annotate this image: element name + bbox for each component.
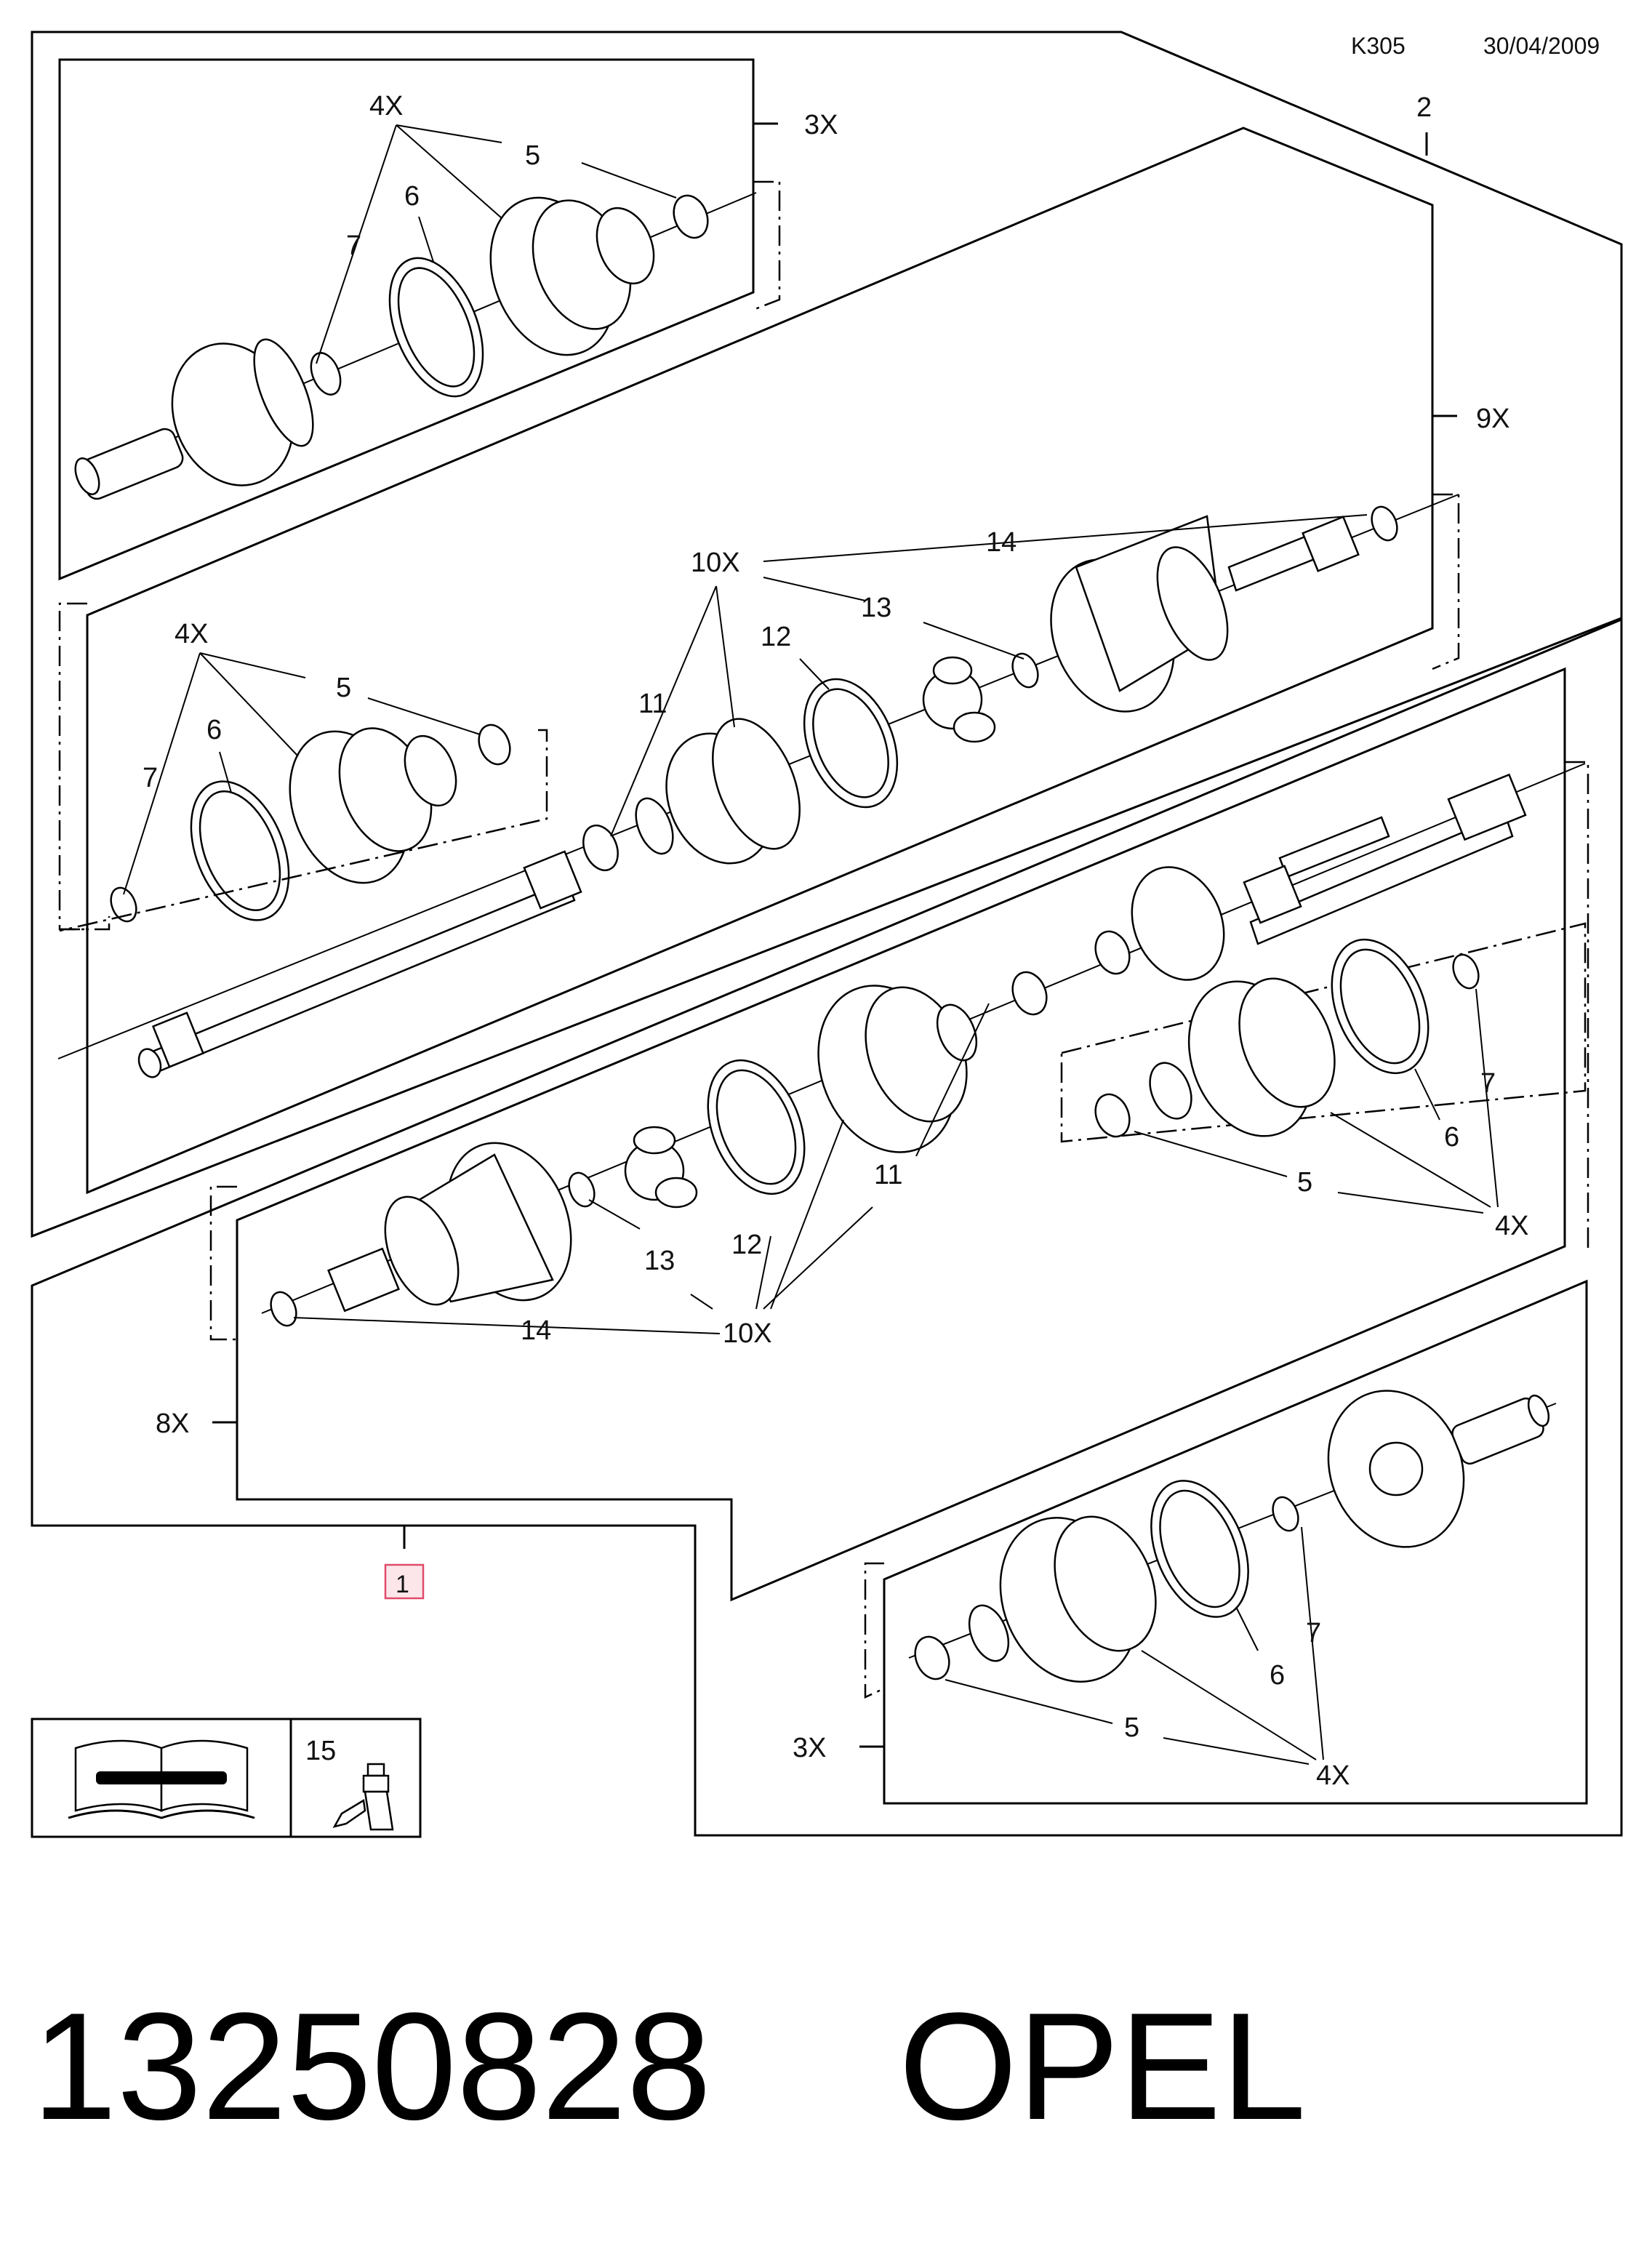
clamp-11-lower-a (1094, 930, 1131, 975)
boot-upper-outer (289, 727, 457, 884)
inner-housing-upper (1050, 515, 1360, 713)
diagram-date: 30/04/2009 (1483, 33, 1600, 59)
bottom-part-6-label: 6 (1270, 1660, 1285, 1691)
outer-cv-joint-bottom (1327, 1390, 1550, 1548)
clamp-5-top (673, 194, 709, 239)
assembly-ref-label: 2 (1416, 92, 1432, 123)
upper-outer-part-7-label: 7 (143, 763, 158, 793)
lower-outer-part-5-label: 5 (1297, 1167, 1312, 1198)
bottom-outer-qty: 3X (793, 1733, 826, 1763)
bottom-outer-clamp-label: 4X (1316, 1760, 1350, 1791)
clamp-5-lower (1094, 1093, 1131, 1138)
lower-shaft-box (236, 667, 1566, 1602)
upper-shaft-qty: 9X (1476, 404, 1509, 434)
circlip-13-upper (1011, 652, 1039, 689)
ref-box-label: 1 (396, 1571, 409, 1598)
diagram-code: K305 (1351, 33, 1406, 59)
top-outer-clamp-label: 4X (369, 91, 403, 121)
circlip-7-top (310, 352, 342, 396)
clamp-11-upper (582, 824, 619, 872)
bottom-part-5-label: 5 (1124, 1712, 1139, 1743)
top-part-7-label: 7 (346, 231, 361, 261)
upper-inner-part-11-label: 11 (638, 689, 667, 719)
service-manual-icon[interactable] (68, 1739, 255, 1819)
upper-inner-part-14-label: 14 (986, 527, 1017, 558)
lower-outer-part-6-label: 6 (1444, 1122, 1459, 1153)
lower-inner-part-11-label: 11 (874, 1160, 902, 1190)
top-part-5-label: 5 (525, 140, 540, 171)
upper-outer-part-5-label: 5 (336, 673, 351, 703)
circlip-7-lower (1452, 953, 1480, 990)
clamp-5-upper (478, 724, 511, 766)
clamp-5-bottom (914, 1635, 950, 1680)
circlip-14-upper (1371, 505, 1398, 542)
boot-lower-inner (817, 985, 978, 1153)
lower-inner-part-13-label: 13 (644, 1246, 675, 1276)
circlip-14-lower (270, 1291, 297, 1327)
bottom-outer-kit-box (883, 1279, 1588, 1805)
boot-bottom (968, 1515, 1157, 1683)
lower-drive-shaft (1131, 773, 1527, 981)
top-outer-qty: 3X (804, 110, 838, 140)
legend-box (31, 1718, 422, 1838)
clamp-11-lower-b (1011, 971, 1048, 1016)
top-part-6-label: 6 (404, 181, 420, 212)
kit-item-label: 15 (305, 1736, 336, 1766)
boot-upper-inner (635, 718, 801, 865)
lower-inner-part-14-label: 14 (521, 1315, 551, 1346)
lower-outer-part-7-label: 7 (1480, 1068, 1496, 1099)
lower-inner-clamp-label: 10X (723, 1318, 772, 1349)
circlip-7-upper (110, 886, 137, 923)
upper-inner-part-13-label: 13 (861, 593, 891, 623)
part-number: 13250828 (32, 1981, 711, 2152)
outer-cv-joint-top (74, 338, 314, 500)
lower-assembly-outline (31, 617, 1623, 1837)
inner-housing-lower (327, 1142, 572, 1313)
upper-outer-part-6-label: 6 (206, 715, 222, 745)
boot-lower-outer (1149, 977, 1336, 1137)
ref-box[interactable] (384, 1563, 425, 1600)
circlip-7-bottom (1272, 1496, 1299, 1532)
tripod-lower (624, 1126, 698, 1209)
brand-name: OPEL (899, 1981, 1306, 2152)
top-outer-kit-box (58, 58, 755, 581)
circlip-13-lower (568, 1171, 596, 1208)
grease-tube-icon (332, 1763, 394, 1831)
upper-outer-clamp-label: 4X (175, 619, 208, 649)
upper-inner-part-12-label: 12 (761, 622, 791, 652)
upper-inner-clamp-label: 10X (691, 548, 740, 578)
upper-assembly-outline (31, 31, 1623, 1238)
lower-inner-part-12-label: 12 (731, 1230, 762, 1260)
boot-top (489, 196, 655, 356)
lower-outer-clamp-label: 4X (1495, 1211, 1528, 1241)
tripod-upper (922, 656, 996, 743)
upper-drive-shaft (137, 850, 582, 1078)
lower-shaft-qty: 8X (156, 1408, 189, 1439)
bottom-part-7-label: 7 (1306, 1618, 1321, 1648)
